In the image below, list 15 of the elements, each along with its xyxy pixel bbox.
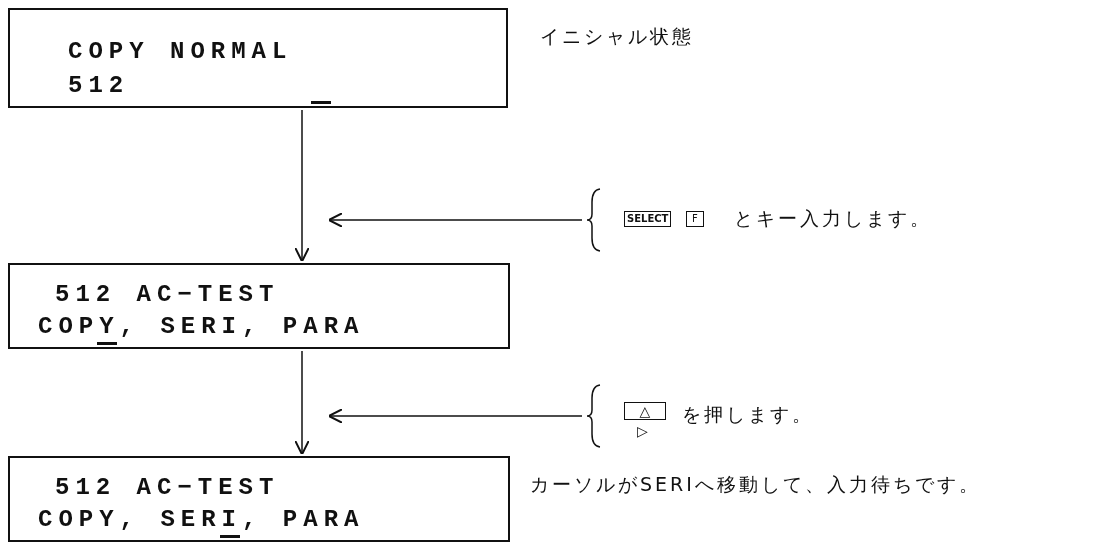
triangle-symbol: ▷ — [637, 423, 648, 439]
lcd-display-box: COPY NORMAL 512 — [8, 8, 508, 108]
arrow — [327, 212, 583, 228]
lcd-display-box: 512 AC−TEST COPY, SERI, PARA — [8, 263, 510, 349]
caption-text: イニシャル状態 — [540, 24, 694, 48]
instruction-text: とキー入力します。 — [734, 206, 932, 230]
arrow — [294, 350, 310, 456]
lcd-display-box: 512 AC−TEST COPY, SERI, PARA — [8, 456, 510, 542]
key-icon: F — [686, 211, 704, 227]
arrow — [294, 109, 310, 263]
key-icon: △ — [624, 402, 666, 420]
arrow — [327, 408, 583, 424]
caption-text: カーソルがSERIへ移動して、入力待ちです。 — [530, 472, 981, 496]
instruction-text: を押します。 — [682, 402, 814, 426]
key-icon: SELECT — [624, 211, 672, 227]
